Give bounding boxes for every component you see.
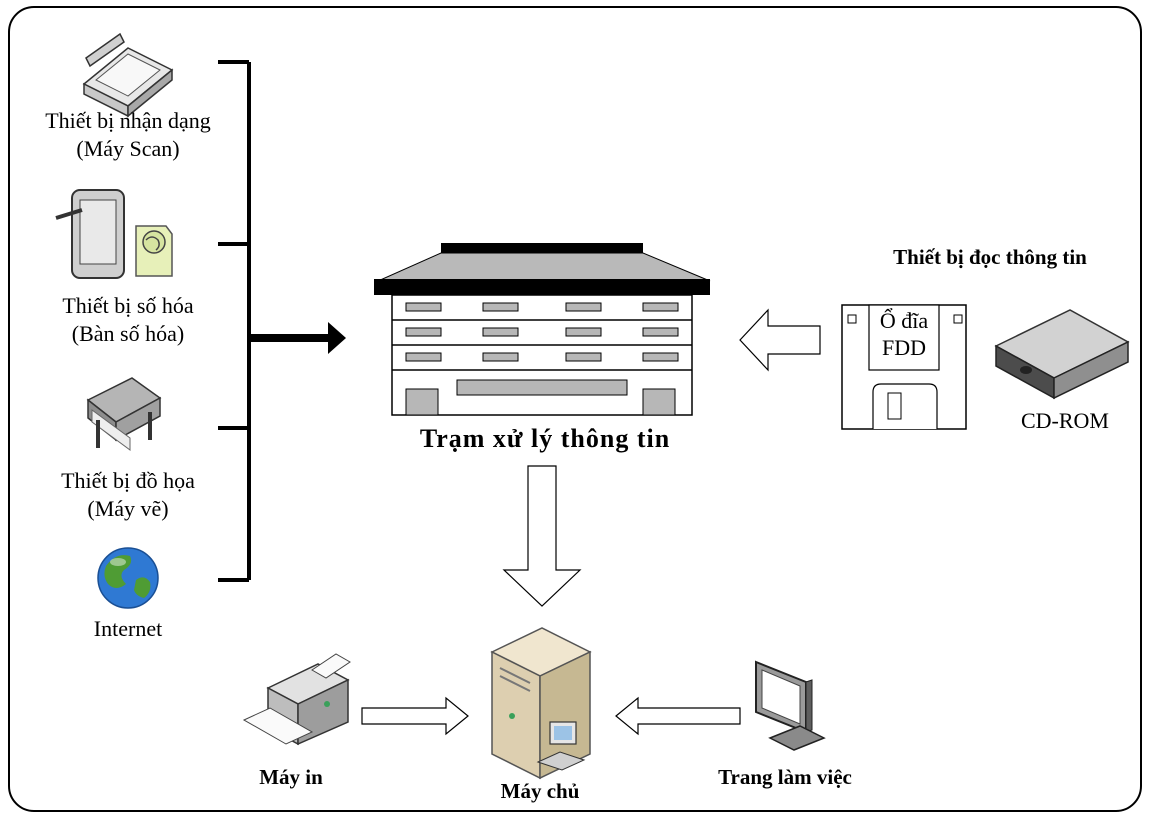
plotter-icon	[86, 377, 162, 451]
printer-label: Máy in	[259, 765, 323, 789]
printer-icon	[242, 653, 351, 746]
floppy-icon	[841, 304, 967, 430]
input-bracket	[218, 60, 251, 582]
reader-to-station-arrow	[739, 308, 821, 372]
plotter-label: Thiết bị đồ họa (Máy vẽ)	[20, 467, 236, 523]
monitor-icon	[755, 660, 826, 751]
floppy-label-line1: Ổ đĩa	[879, 308, 929, 333]
floppy-label-line2: FDD	[881, 335, 926, 360]
floppy-label: Ổ đĩa FDD	[862, 307, 946, 361]
scanner-icon	[82, 32, 174, 118]
diagram-frame	[8, 6, 1142, 812]
scanner-label-line1: Thiết bị nhận dạng	[45, 108, 211, 133]
readers-title: Thiết bị đọc thông tin	[893, 245, 1087, 269]
scanner-label-line2: (Máy Scan)	[76, 136, 180, 161]
internet-label: Internet	[93, 616, 163, 641]
building-icon	[374, 243, 711, 416]
digitizer-label-line2: (Bàn số hóa)	[71, 321, 185, 346]
workstation-to-server-arrow	[615, 696, 741, 736]
cdrom-label: CD-ROM	[1020, 408, 1109, 433]
server-label: Máy chủ	[500, 779, 580, 803]
cdrom-icon	[994, 309, 1130, 400]
digitizer-label-line1: Thiết bị số hóa	[62, 293, 194, 318]
station-label: Trạm xử lý thông tin	[419, 424, 671, 453]
workstation-label: Trang làm việc	[718, 765, 852, 789]
station-to-server-arrow	[502, 465, 582, 607]
digitizer-label: Thiết bị số hóa (Bàn số hóa)	[20, 292, 236, 348]
printer-to-server-arrow	[361, 696, 469, 736]
plotter-label-line2: (Máy vẽ)	[87, 496, 169, 521]
plotter-label-line1: Thiết bị đồ họa	[61, 468, 195, 493]
server-icon	[490, 627, 592, 780]
tablet-icon	[55, 189, 173, 279]
bracket-to-station-arrow	[249, 322, 346, 354]
scanner-label: Thiết bị nhận dạng (Máy Scan)	[20, 107, 236, 163]
globe-icon	[97, 547, 159, 609]
